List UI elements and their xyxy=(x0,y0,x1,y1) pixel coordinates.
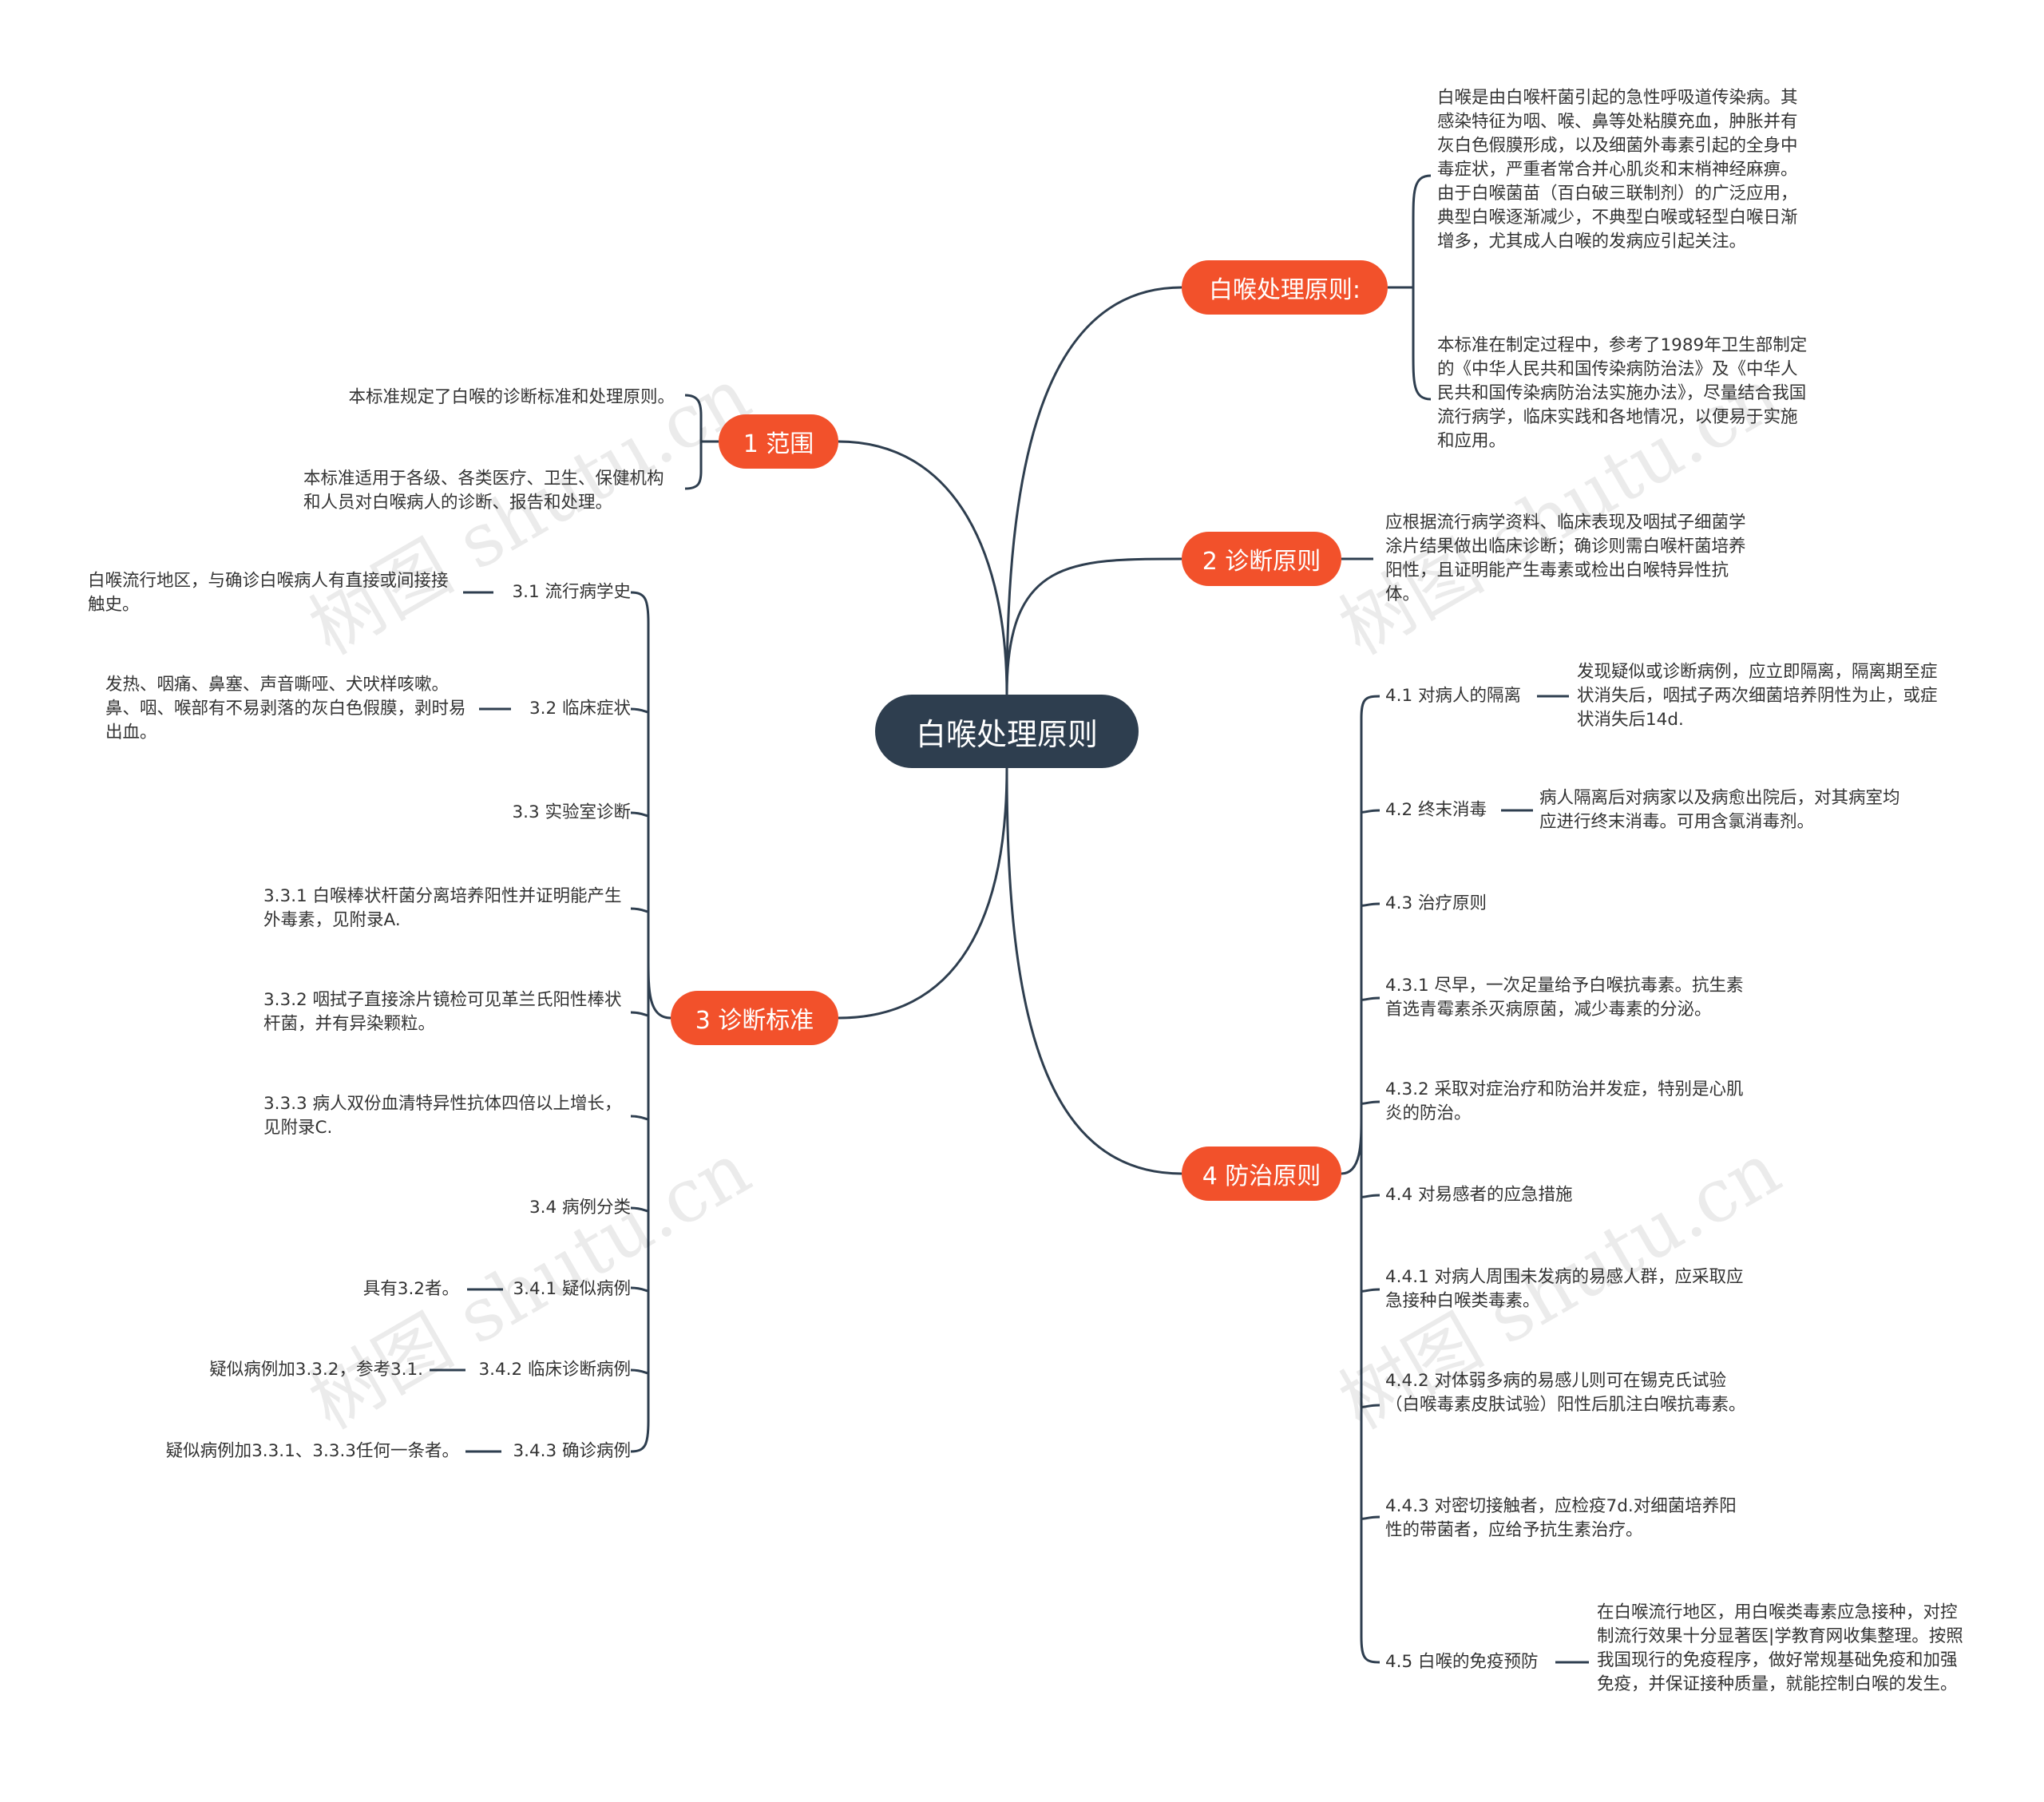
criteria-3-4-3[interactable]: 3.4.3 确诊病例 xyxy=(513,1441,631,1461)
prevention-4-4[interactable]: 4.4 对易感者的应急措施 xyxy=(1385,1185,1573,1205)
criteria-3-2-detail[interactable]: 发热、咽痛、鼻塞、声音嘶哑、犬吠样咳嗽。鼻、咽、喉部有不易剥落的灰白色假膜，剥时… xyxy=(105,675,466,743)
branch-scope[interactable]: 1 范围 xyxy=(719,414,838,469)
criteria-3-1[interactable]: 3.1 流行病学史 xyxy=(512,582,631,602)
criteria-3-3-1[interactable]: 3.3.1 白喉棒状杆菌分离培养阳性并证明能产生外毒素，见附录A. xyxy=(263,886,622,930)
prevention-4-4-2[interactable]: 4.4.2 对体弱多病的易感儿则可在锡克氏试验（白喉毒素皮肤试验）阳性后肌注白喉… xyxy=(1385,1371,1746,1415)
prevention-4-3[interactable]: 4.3 治疗原则 xyxy=(1385,893,1487,913)
branch-criteria[interactable]: 3 诊断标准 xyxy=(671,991,838,1045)
criteria-3-3[interactable]: 3.3 实验室诊断 xyxy=(512,802,631,822)
branch-prevention[interactable]: 4 防治原则 xyxy=(1182,1147,1341,1201)
prevention-4-2[interactable]: 4.2 终末消毒 xyxy=(1385,800,1487,820)
criteria-3-4-2[interactable]: 3.4.2 临床诊断病例 xyxy=(478,1360,631,1380)
scope-text-1[interactable]: 本标准规定了白喉的诊断标准和处理原则。 xyxy=(348,387,675,407)
root-topic[interactable]: 白喉处理原则 xyxy=(875,695,1139,768)
prevention-4-2-detail[interactable]: 病人隔离后对病家以及病愈出院后，对其病室均应进行终末消毒。可用含氯消毒剂。 xyxy=(1539,788,1900,832)
prevention-4-5-detail[interactable]: 在白喉流行地区，用白喉类毒素应急接种，对控制流行效果十分显著医|学教育网收集整理… xyxy=(1597,1602,1963,1694)
branch-principle[interactable]: 2 诊断原则 xyxy=(1182,532,1341,586)
prevention-4-3-2[interactable]: 4.3.2 采取对症治疗和防治并发症，特别是心肌炎的防治。 xyxy=(1385,1079,1744,1123)
criteria-3-4-1-detail[interactable]: 具有3.2者。 xyxy=(362,1279,459,1299)
criteria-3-4[interactable]: 3.4 病例分类 xyxy=(529,1198,631,1218)
criteria-3-4-3-detail[interactable]: 疑似病例加3.3.1、3.3.3任何一条者。 xyxy=(165,1441,459,1461)
prevention-4-5[interactable]: 4.5 白喉的免疫预防 xyxy=(1385,1652,1539,1672)
criteria-3-4-1[interactable]: 3.4.1 疑似病例 xyxy=(513,1279,631,1299)
intro-text-1[interactable]: 白喉是由白喉杆菌引起的急性呼吸道传染病。其感染特征为咽、喉、鼻等处粘膜充血，肿胀… xyxy=(1437,88,1798,251)
principle-text[interactable]: 应根据流行病学资料、临床表现及咽拭子细菌学涂片结果做出临床诊断；确诊则需白喉杆菌… xyxy=(1385,513,1746,604)
prevention-4-1-detail[interactable]: 发现疑似或诊断病例，应立即隔离，隔离期至症状消失后，咽拭子两次细菌培养阴性为止，… xyxy=(1577,662,1938,730)
branch-intro[interactable]: 白喉处理原则: xyxy=(1182,260,1388,315)
scope-text-2[interactable]: 本标准适用于各级、各类医疗、卫生、保健机构和人员对白喉病人的诊断、报告和处理。 xyxy=(303,469,664,513)
criteria-3-3-2[interactable]: 3.3.2 咽拭子直接涂片镜检可见革兰氏阳性棒状杆菌，并有异染颗粒。 xyxy=(263,990,622,1034)
criteria-3-2[interactable]: 3.2 临床症状 xyxy=(529,699,631,719)
prevention-4-3-1[interactable]: 4.3.1 尽早，一次足量给予白喉抗毒素。抗生素首选青霉素杀灭病原菌，减少毒素的… xyxy=(1385,976,1744,1020)
criteria-3-4-2-detail[interactable]: 疑似病例加3.3.2，参考3.1. xyxy=(209,1360,423,1380)
prevention-4-4-1[interactable]: 4.4.1 对病人周围未发病的易感人群，应采取应急接种白喉类毒素。 xyxy=(1385,1267,1744,1311)
prevention-4-1[interactable]: 4.1 对病人的隔离 xyxy=(1385,686,1522,706)
criteria-3-3-3[interactable]: 3.3.3 病人双份血清特异性抗体四倍以上增长，见附录C. xyxy=(263,1094,622,1138)
intro-text-2[interactable]: 本标准在制定过程中，参考了1989年卫生部制定的《中华人民共和国传染病防治法》及… xyxy=(1437,335,1808,451)
criteria-3-1-detail[interactable]: 白喉流行地区，与确诊白喉病人有直接或间接接触史。 xyxy=(88,571,449,615)
prevention-4-4-3[interactable]: 4.4.3 对密切接触者，应检疫7d.对细菌培养阳性的带菌者，应给予抗生素治疗。 xyxy=(1385,1496,1737,1540)
